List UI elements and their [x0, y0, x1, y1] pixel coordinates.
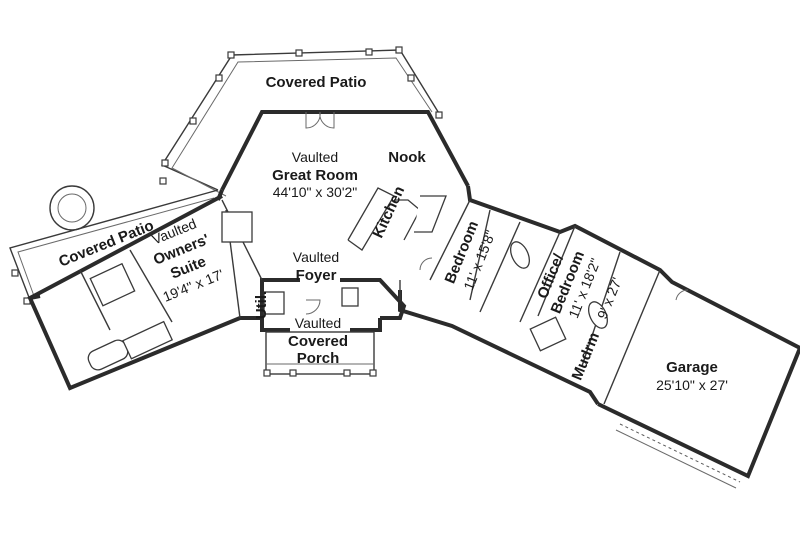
- mudrm-name: Mudrm: [569, 330, 603, 383]
- util-label: Util.: [253, 291, 270, 319]
- foyer-name: Foyer: [296, 267, 337, 284]
- covered-porch-outline: [263, 331, 377, 377]
- bath-fixtures: [87, 241, 609, 371]
- patio-posts: [11, 46, 443, 305]
- kitchen-fixtures: [221, 187, 447, 251]
- garage-dims: 25'10" x 27': [656, 377, 728, 393]
- covered-patio-left-label: Covered Patio: [56, 217, 156, 271]
- porch-name1: Covered: [288, 333, 348, 350]
- great-room-dims: 44'10" x 30'2": [273, 184, 358, 200]
- foyer-vaulted: Vaulted: [293, 249, 339, 265]
- house-walls: [27, 110, 800, 479]
- garage-name: Garage: [666, 359, 718, 376]
- porch-vaulted: Vaulted: [295, 315, 341, 331]
- garage-door: [615, 423, 741, 489]
- great-room-name: Great Room: [272, 167, 358, 184]
- mudrm-dims: 9' x 27': [594, 275, 625, 321]
- covered-patio-top-label: Covered Patio: [266, 74, 367, 91]
- covered-patio-left-outline: [9, 185, 219, 301]
- nook-label: Nook: [388, 149, 426, 166]
- porch-name2: Porch: [297, 350, 340, 367]
- doors: [305, 111, 689, 315]
- great-room-vaulted: Vaulted: [292, 149, 338, 165]
